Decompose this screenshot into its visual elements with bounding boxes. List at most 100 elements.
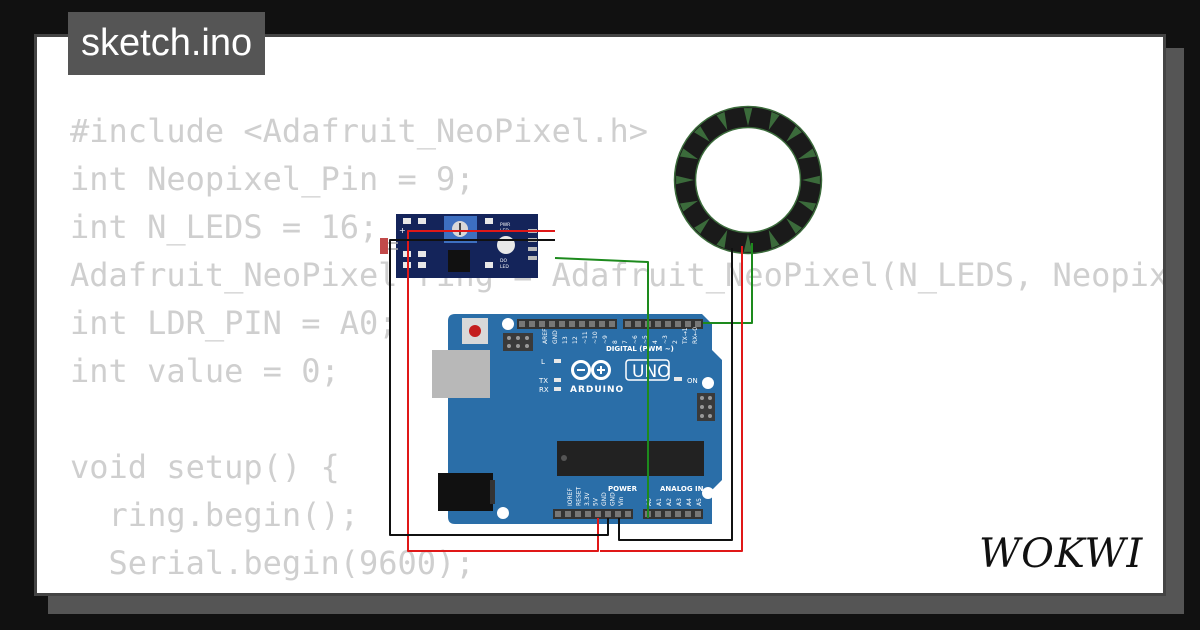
header-pin[interactable]: [565, 511, 571, 517]
header-pin[interactable]: [575, 511, 581, 517]
header-pin[interactable]: [609, 321, 615, 327]
wire-green-ao[interactable]: [554, 257, 649, 518]
ldr-sensor-module[interactable]: PWR LED DO LED +: [380, 214, 538, 278]
analog-pin-label: A3: [676, 498, 683, 506]
header-pin[interactable]: [585, 511, 591, 517]
wokwi-logo-text: WOKWI: [979, 531, 1143, 577]
digital-pin-label: ~5: [642, 335, 649, 344]
ldr-label-do: DO: [500, 258, 507, 264]
header-pin[interactable]: [635, 321, 641, 327]
header-pin[interactable]: [549, 321, 555, 327]
header-pin[interactable]: [655, 511, 661, 517]
led-rx: [554, 387, 561, 391]
reset-button[interactable]: [462, 318, 488, 344]
smd-component: [403, 218, 411, 224]
neopixel-led: [716, 111, 728, 131]
digital-pin-label: RX←0: [692, 327, 699, 344]
power-pin-label: Vin: [618, 496, 625, 506]
wokwi-logo: WOKWI: [979, 531, 1143, 577]
digital-pin-label: 7: [622, 340, 629, 344]
header-pin[interactable]: [595, 511, 601, 517]
header-pin[interactable]: [675, 511, 681, 517]
header-pin[interactable]: [559, 321, 565, 327]
neopixel-led: [743, 234, 753, 252]
code-line: #include <Adafruit_NeoPixel.h>: [70, 112, 648, 150]
analog-pin-label: A4: [686, 498, 693, 506]
microcontroller-chip: [557, 441, 704, 476]
power-label: POWER: [608, 485, 638, 493]
wire-green-din[interactable]: [703, 243, 753, 324]
analog-label: ANALOG IN: [660, 485, 704, 493]
header-pin[interactable]: [615, 511, 621, 517]
smd-component: [418, 251, 426, 257]
code-line: int LDR_PIN = A0;: [70, 304, 398, 342]
header-pin[interactable]: [539, 321, 545, 327]
tx-label: TX: [538, 377, 548, 385]
power-pin-label: GND: [601, 492, 608, 506]
code-line: int value = 0;: [70, 352, 340, 390]
digital-pin-label: 13: [562, 336, 569, 344]
wire-black-ring-gnd[interactable]: [618, 248, 733, 541]
header-pin[interactable]: [589, 321, 595, 327]
header-pin[interactable]: [665, 321, 671, 327]
neopixel-led: [786, 126, 802, 142]
header-pin[interactable]: [625, 511, 631, 517]
header-pin[interactable]: [555, 511, 561, 517]
header-pin[interactable]: [665, 511, 671, 517]
analog-pin-label: A2: [666, 498, 673, 506]
header-pin[interactable]: [519, 321, 525, 327]
smd-component: [485, 262, 493, 268]
power-pin-label: GND: [610, 492, 617, 506]
header-pin[interactable]: [685, 321, 691, 327]
neopixel-led: [802, 175, 820, 185]
header-pin[interactable]: [605, 511, 611, 517]
arduino-logo-text: ARDUINO: [570, 385, 624, 395]
mounting-hole: [497, 507, 509, 519]
analog-pin-label: A0: [646, 498, 653, 506]
code-line: int Neopixel_Pin = 9;: [70, 160, 475, 198]
icsp2-header: [697, 393, 715, 421]
header-pin[interactable]: [599, 321, 605, 327]
digital-pin-label: ~9: [602, 335, 609, 344]
header-pin[interactable]: [695, 511, 701, 517]
code-line: ring.begin();: [70, 496, 359, 534]
header-pin[interactable]: [529, 321, 535, 327]
neopixel-led: [676, 175, 694, 185]
ldr-pin[interactable]: [528, 247, 537, 251]
header-pin[interactable]: [579, 321, 585, 327]
rx-label: RX: [539, 386, 549, 394]
neopixel-led: [716, 229, 728, 249]
header-pin[interactable]: [569, 321, 575, 327]
header-pin[interactable]: [685, 511, 691, 517]
header-pin[interactable]: [625, 321, 631, 327]
indicator-led: [497, 236, 515, 254]
comparator-chip: [448, 250, 470, 272]
header-pin[interactable]: [655, 321, 661, 327]
digital-pin-label: ~3: [662, 335, 669, 344]
arduino-infinity-icon: [571, 360, 611, 380]
led-on: [674, 377, 682, 381]
neopixel-led: [679, 148, 699, 160]
power-pin-label: 5V: [593, 497, 600, 506]
aref-label: AREF: [542, 328, 549, 344]
digital-pin-label: 4: [652, 340, 659, 344]
power-pin-label: IOREF: [567, 488, 574, 506]
neopixel-led: [743, 108, 753, 126]
header-pin[interactable]: [675, 321, 681, 327]
on-label: ON: [687, 377, 698, 385]
neopixel-ring[interactable]: [673, 105, 823, 255]
photoresistor: [380, 238, 388, 254]
uno-label: UNO: [632, 362, 671, 382]
analog-header: [643, 509, 703, 519]
digital-header-right: [623, 319, 703, 329]
digital-pin-label: ~10: [592, 331, 599, 344]
usb-port: [432, 350, 490, 398]
analog-pin-label: A1: [656, 498, 663, 506]
wire-red-ring-vcc[interactable]: [600, 246, 743, 552]
wire-black-gnd[interactable]: [389, 239, 609, 536]
ldr-pin[interactable]: [528, 256, 537, 260]
wire-red-vcc[interactable]: [407, 230, 599, 552]
header-pin[interactable]: [695, 321, 701, 327]
